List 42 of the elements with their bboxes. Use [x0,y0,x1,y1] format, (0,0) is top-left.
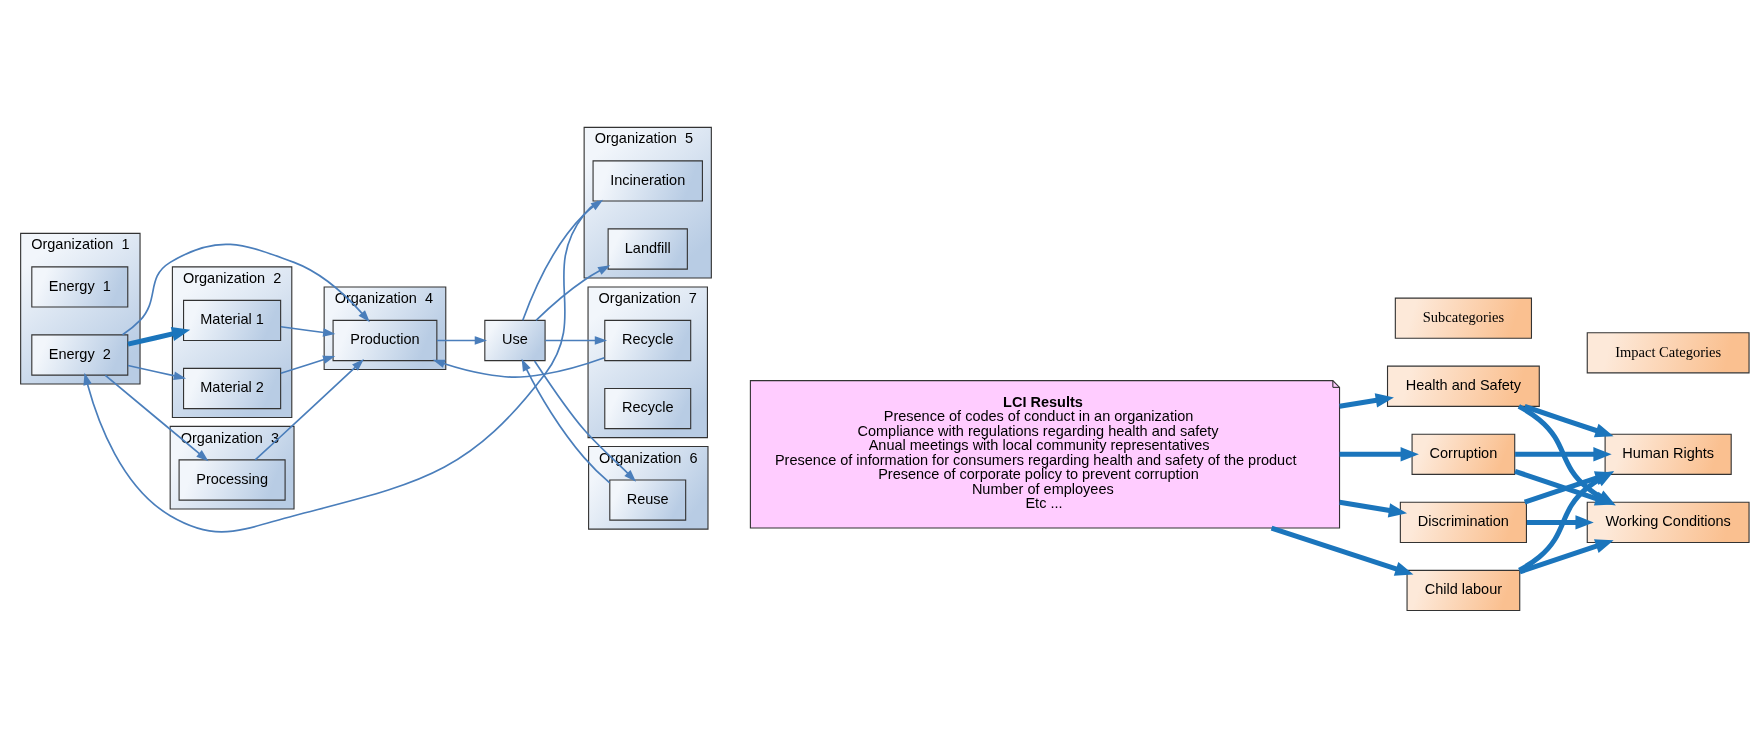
node-box: Landfill [607,228,688,270]
node-box: Working Conditions [1586,501,1750,544]
arrow [253,359,364,461]
arrow [521,358,611,484]
node-box: Impact Categories [1586,332,1750,374]
node-box: Energy 2 [30,334,128,376]
node-box: Health and Safety [1386,365,1540,407]
node-box: Discrimination [1399,501,1527,544]
arrow [82,200,599,533]
arrow [435,336,487,345]
arrow [104,374,208,462]
arrow [1339,447,1419,462]
arrow [279,325,335,337]
node-box: Subcategories [1394,297,1532,339]
node-box: Processing [178,459,286,501]
arrow [121,243,370,336]
arrow [1338,499,1407,518]
arrow [1518,539,1614,575]
arrow [1526,515,1594,530]
node-box: Energy 1 [30,266,128,308]
arrow [1338,393,1394,409]
node-box: Material 1 [182,299,281,342]
arrow [1523,404,1614,438]
arrow [1270,525,1413,576]
node-box: Material 2 [182,367,281,410]
node-box: Reuse [608,479,686,521]
node-box: Child labour [1406,569,1520,612]
node-box: Use [483,319,546,362]
node-box: Incineration [592,160,703,202]
arrow [544,336,607,345]
arrow [126,364,186,380]
arrow [432,356,605,379]
arrow [126,326,190,347]
node-box: Corruption [1411,433,1515,475]
node-box: Production [332,319,437,362]
arrow [533,360,636,482]
arrow [1514,447,1612,462]
node-box: Recycle [603,387,691,430]
arrow [534,265,610,322]
node-box: Human Rights [1604,433,1732,475]
arrow [279,355,335,375]
node-box: Recycle [603,319,691,362]
